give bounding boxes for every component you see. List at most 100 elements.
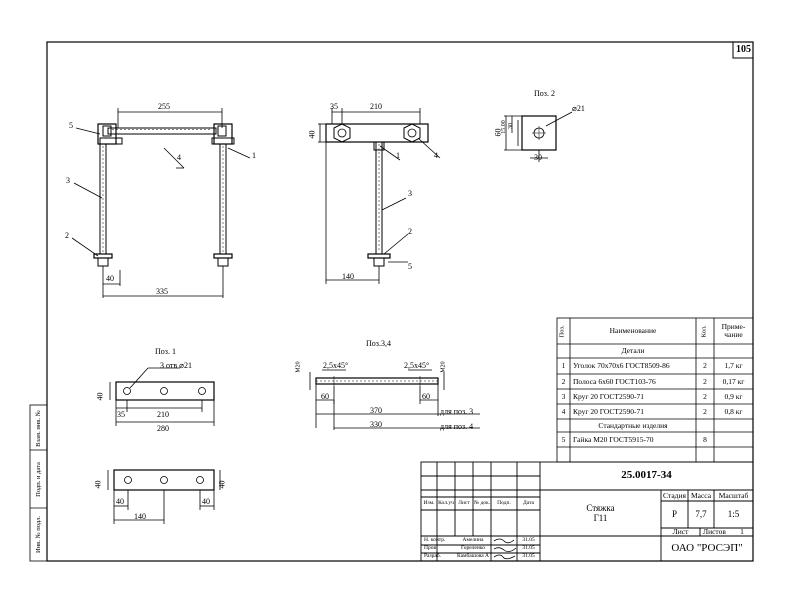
dim-label: 255	[158, 102, 170, 111]
dim-label: 60	[321, 392, 329, 401]
spec-section-details: Детали	[621, 346, 645, 356]
spec-row-note: 0,9 кг	[724, 391, 743, 401]
sheet-label: Лист	[672, 527, 689, 537]
product-name: Стяжка	[586, 503, 615, 514]
pos1-view	[109, 367, 215, 426]
product-code: Г11	[593, 513, 608, 524]
dim-label: M20	[440, 361, 447, 373]
spec-row-qty: 2	[703, 391, 707, 401]
spec-header-qty: Кол.	[700, 324, 708, 338]
col-header: Изм.	[423, 499, 435, 506]
mass-label: Масса	[690, 490, 712, 500]
view-title: Поз. 1	[155, 347, 176, 356]
col-header: Лист	[458, 499, 470, 506]
spec-row-pos: 5	[561, 434, 566, 444]
dim-label: 40	[116, 497, 124, 506]
dim-label: 370	[370, 406, 382, 415]
dim-label: 35	[117, 410, 125, 419]
main-right-view	[318, 108, 441, 284]
callout-label: 1	[396, 151, 400, 160]
callout-label: 3	[66, 176, 70, 185]
dim-label: 30	[534, 153, 542, 162]
pos34-view	[309, 369, 480, 430]
stage-value: Р	[671, 508, 677, 519]
callout-label: 2	[65, 231, 69, 240]
person-date: 31.05	[522, 536, 535, 543]
callout-label: 5	[69, 121, 73, 130]
dim-label: 40	[307, 130, 317, 139]
dim-label: 60	[422, 392, 430, 401]
company-name: ОАО "РОСЭП"	[671, 541, 743, 554]
spec-row-note: 1,7 кг	[724, 361, 743, 371]
dim-label: 40	[106, 274, 114, 283]
sheets-value: 1	[740, 527, 744, 537]
spec-row-name: Круг 20 ГОСТ2590-71	[573, 406, 644, 416]
spec-row-note: 0,8 кг	[724, 406, 743, 416]
person-name: Камбашова А	[456, 553, 490, 560]
spec-row-qty: 2	[703, 361, 707, 371]
scale-label: Масштаб	[718, 490, 749, 500]
callout-label: 4	[177, 153, 181, 162]
doc-code: 25.0017-34	[621, 469, 672, 482]
dim-label: 15.00	[500, 120, 507, 134]
sheets-label: Листов	[703, 527, 726, 537]
spec-row-name: Полоса 6х60 ГОСТ103-76	[573, 376, 656, 386]
dim-note: для поз. 3	[440, 407, 474, 416]
spec-row-qty: 2	[703, 406, 707, 416]
spec-row-name: Круг 20 ГОСТ2590-71	[573, 391, 644, 401]
spec-row-note: 0,17 кг	[722, 376, 745, 386]
dim-label: 35	[330, 102, 338, 111]
col-header: № док.	[473, 499, 491, 506]
dim-label: 2,5x45°	[323, 361, 349, 370]
dim-label: 40	[202, 497, 210, 506]
view-title: Поз.3,4	[366, 339, 391, 348]
dim-label: 2,5x45°	[404, 361, 430, 370]
spec-header-name: Наименование	[609, 326, 657, 336]
mass-value: 7,7	[695, 508, 707, 519]
callout-label: 1	[252, 151, 256, 160]
spec-row-name: Уголок 70х70х6 ГОСТ8509-86	[573, 361, 670, 371]
dim-label: 40	[217, 480, 227, 489]
spec-row-pos: 4	[561, 406, 566, 416]
spec-row-pos: 2	[561, 376, 566, 386]
spec-row-name: Гайка М20 ГОСТ5915-70	[573, 434, 654, 444]
dim-label: 330	[370, 420, 382, 429]
person-name: Гореленко	[461, 545, 485, 552]
dim-label: ⌀21	[572, 104, 585, 113]
scale-value: 1:5	[727, 508, 740, 519]
pos1b-view	[107, 469, 221, 524]
dim-label: 3 отв ⌀21	[160, 361, 192, 370]
spec-table-lines	[556, 317, 754, 463]
view-title: Поз. 2	[534, 89, 555, 98]
spec-section-standard: Стандартные изделия	[598, 420, 668, 430]
dim-label: 280	[157, 424, 169, 433]
person-name: Амелина	[462, 536, 484, 543]
stage-label: Стадия	[663, 490, 686, 500]
col-header: Подп.	[497, 499, 511, 506]
person-role: Пров.	[424, 545, 438, 552]
pos2-view	[504, 111, 573, 162]
spec-row-qty: 8	[703, 434, 707, 444]
callout-label: 2	[408, 227, 412, 236]
callout-label: 3	[408, 189, 412, 198]
main-left-view	[71, 108, 251, 298]
page-number: 105	[736, 44, 751, 55]
dim-note: для поз. 4	[440, 422, 474, 431]
callout-label: 4	[434, 151, 438, 160]
spec-row-pos: 3	[561, 391, 566, 401]
dim-label: 30	[508, 123, 514, 129]
side-stamp-2: Подп. и дата	[35, 461, 43, 497]
dim-label: 40	[95, 392, 105, 401]
person-date: 31.05	[522, 553, 535, 560]
col-header: Дата	[523, 499, 534, 506]
spec-header-note: Приме- чание	[721, 322, 746, 339]
dim-label: M20	[295, 361, 302, 373]
dim-label: 210	[370, 102, 382, 111]
dim-label: 140	[134, 512, 146, 521]
callout-label: 5	[408, 262, 412, 271]
dim-label: 335	[156, 287, 168, 296]
spec-row-pos: 1	[561, 361, 566, 371]
dim-label: 140	[342, 272, 354, 281]
dim-label: 40	[93, 480, 103, 489]
spec-header-pos: Поз.	[559, 324, 567, 338]
